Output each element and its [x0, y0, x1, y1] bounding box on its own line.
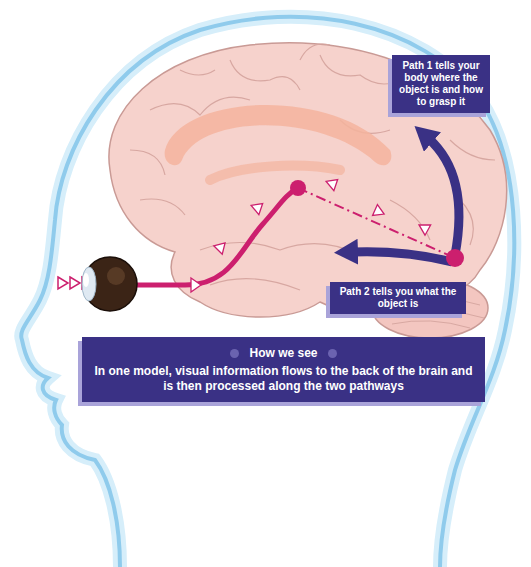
label-text: In one model, visual information flows t… [92, 364, 475, 394]
corpus-callosum [165, 105, 392, 165]
path-2-arrow [352, 252, 452, 262]
optic-pathway [132, 188, 298, 285]
thalamus-band [210, 166, 340, 180]
brain-sulci [130, 44, 495, 290]
head-glow [21, 17, 514, 567]
path-label-box: Path 1 tells your body where the object … [392, 55, 490, 113]
path-1-arrow [428, 138, 459, 255]
label-text: Path 2 tells you what the object is [334, 286, 462, 310]
caption-heading: How we see [220, 345, 346, 361]
path-label-box: Path 2 tells you what the object is [330, 282, 466, 314]
cerebrum [109, 43, 507, 317]
visual-cortex-dot [446, 249, 464, 267]
pathway-triangles [191, 175, 434, 292]
relay-dot [290, 180, 306, 196]
head-outline [21, 17, 514, 567]
eye [82, 257, 137, 311]
label-text: Path 1 tells your body where the object … [396, 60, 486, 108]
caption-box: How we see In one model, visual informati… [82, 337, 485, 402]
